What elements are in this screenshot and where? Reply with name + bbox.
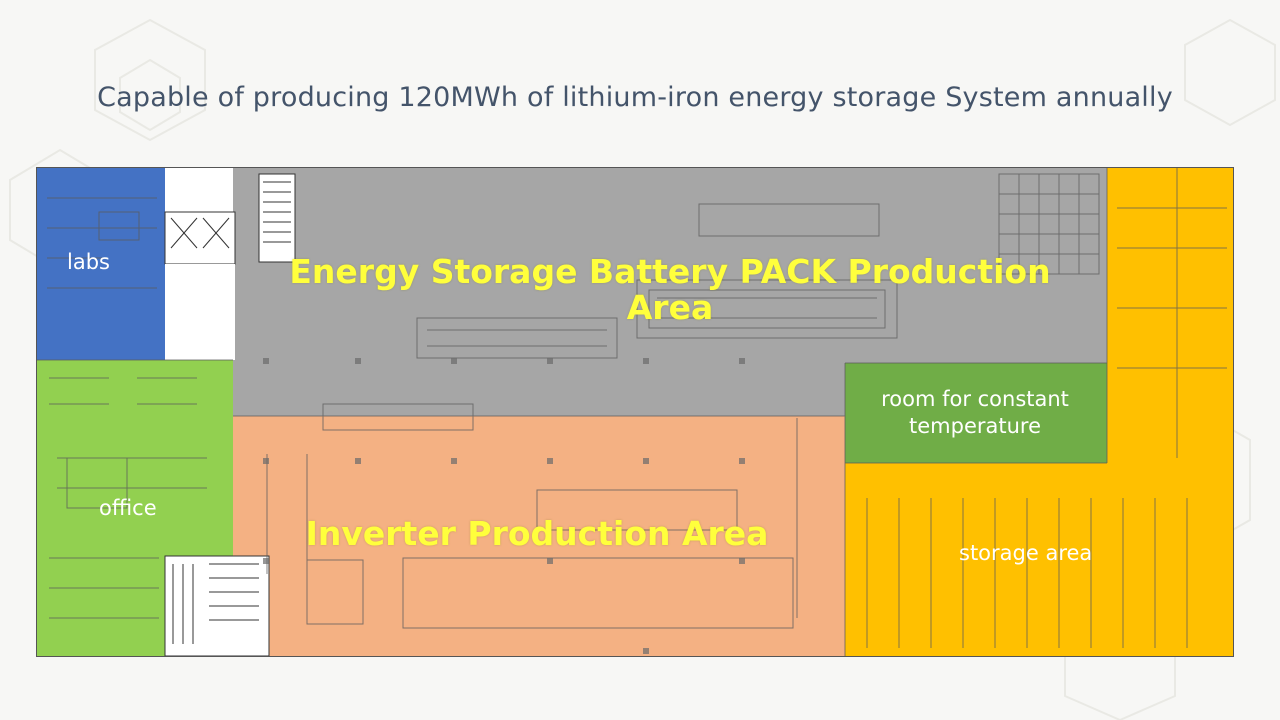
label-office: office: [99, 496, 157, 520]
zone-labs: [37, 168, 165, 360]
label-inverter-area: Inverter Production Area: [305, 514, 769, 553]
label-battery-pack-area: Energy Storage Battery PACK Production A…: [289, 252, 1051, 327]
zone-storage: [845, 168, 1233, 656]
slide-title: Capable of producing 120MWh of lithium-i…: [97, 82, 1173, 113]
zone-overlays: [37, 168, 1233, 656]
label-constant-temperature: room for constant temperature: [881, 387, 1069, 438]
zone-battery-pack: [233, 168, 1107, 416]
label-storage-area: storage area: [959, 541, 1093, 565]
zone-inverter: [233, 416, 845, 656]
floor-plan: labs office room for constant temperatur…: [36, 167, 1234, 657]
stairwell-top: [258, 173, 296, 263]
floor-plan-drawing: [37, 168, 1233, 656]
elevator-core-top: [164, 211, 236, 265]
zone-constant-temperature: [845, 363, 1107, 463]
plan-linework: [37, 168, 1227, 656]
label-labs: labs: [67, 250, 110, 274]
